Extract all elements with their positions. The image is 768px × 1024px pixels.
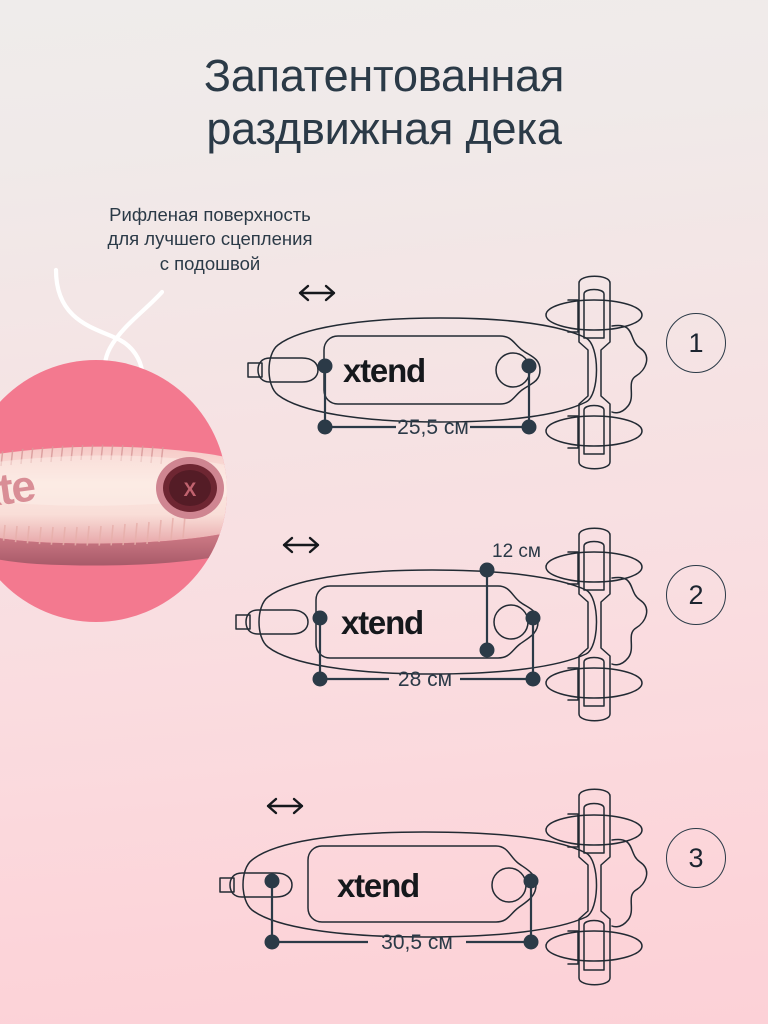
length-dimension: 30,5 см: [264, 873, 539, 954]
deck-wordmark: xtend: [337, 867, 419, 904]
deck-photo-illustration: xte X: [0, 444, 227, 566]
step-number: 3: [688, 842, 704, 873]
svg-text:X: X: [184, 480, 197, 501]
diagram-row-3: xtend 30,5 см 3: [0, 778, 768, 1008]
step-number: 2: [688, 579, 704, 610]
double-arrow-horizontal-icon: [298, 284, 336, 302]
width-dimension: 12 см: [479, 541, 541, 658]
step-number: 1: [688, 327, 704, 358]
photo-wordmark: xte: [0, 461, 37, 518]
length-dimension: 25,5 см: [317, 358, 537, 439]
width-label: 12 см: [492, 541, 541, 562]
double-arrow-horizontal-icon: [266, 797, 304, 815]
step-badge-1: 1: [666, 313, 726, 373]
length-dimension: 28 см: [312, 610, 541, 691]
callout-text: Рифленая поверхность для лучшего сцеплен…: [107, 204, 313, 274]
deck-wordmark: xtend: [343, 352, 425, 389]
diagram-row-2: xtend 12 см 28 см 2: [0, 520, 768, 740]
page-title: Запатентованная раздвижная дека: [203, 50, 565, 154]
double-arrow-horizontal-icon: [282, 536, 320, 554]
length-label: 28 см: [398, 668, 452, 691]
step-badge-2: 2: [666, 565, 726, 625]
logo-badge: X: [156, 457, 224, 519]
handlebar-group: [545, 527, 648, 722]
step-badge-3: 3: [666, 828, 726, 888]
handlebar-group: [545, 275, 648, 470]
deck-wordmark: xtend: [341, 604, 423, 641]
length-label: 25,5 см: [397, 416, 469, 439]
length-label: 30,5 см: [381, 931, 453, 954]
deck-closeup-photo: xte X: [0, 360, 227, 622]
diagram-row-1: xtend 25,5 см 1: [0, 270, 768, 470]
